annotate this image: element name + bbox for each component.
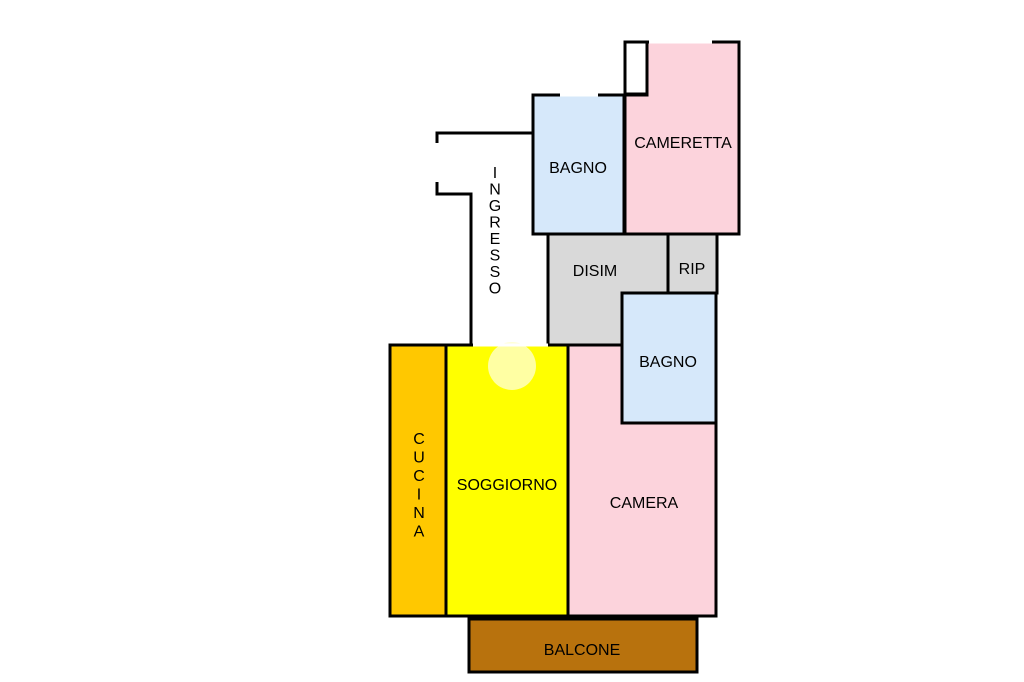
label-bagno-top: BAGNO [549, 160, 607, 177]
room-bagno-top [531, 93, 626, 236]
room-cucina [388, 343, 448, 618]
label-camera: CAMERA [610, 495, 679, 512]
room-bagno-mid [620, 291, 718, 425]
ingresso-wall-side [435, 182, 473, 345]
room-balcone [467, 617, 699, 674]
room-cameretta-cut [623, 40, 649, 96]
label-bagno-mid: BAGNO [639, 354, 697, 371]
label-disim: DISIM [573, 263, 617, 280]
label-cameretta: CAMERETTA [634, 135, 732, 152]
door-openings [473, 40, 712, 347]
label-rip: RIP [679, 261, 706, 278]
light-glow [488, 342, 536, 390]
ingresso-wall-top [435, 131, 533, 143]
label-soggiorno: SOGGIORNO [457, 477, 557, 494]
cameretta-notch-wall [625, 42, 649, 97]
label-balcone: BALCONE [544, 642, 620, 659]
ingresso-walls [435, 131, 533, 345]
room-rip [666, 232, 719, 295]
